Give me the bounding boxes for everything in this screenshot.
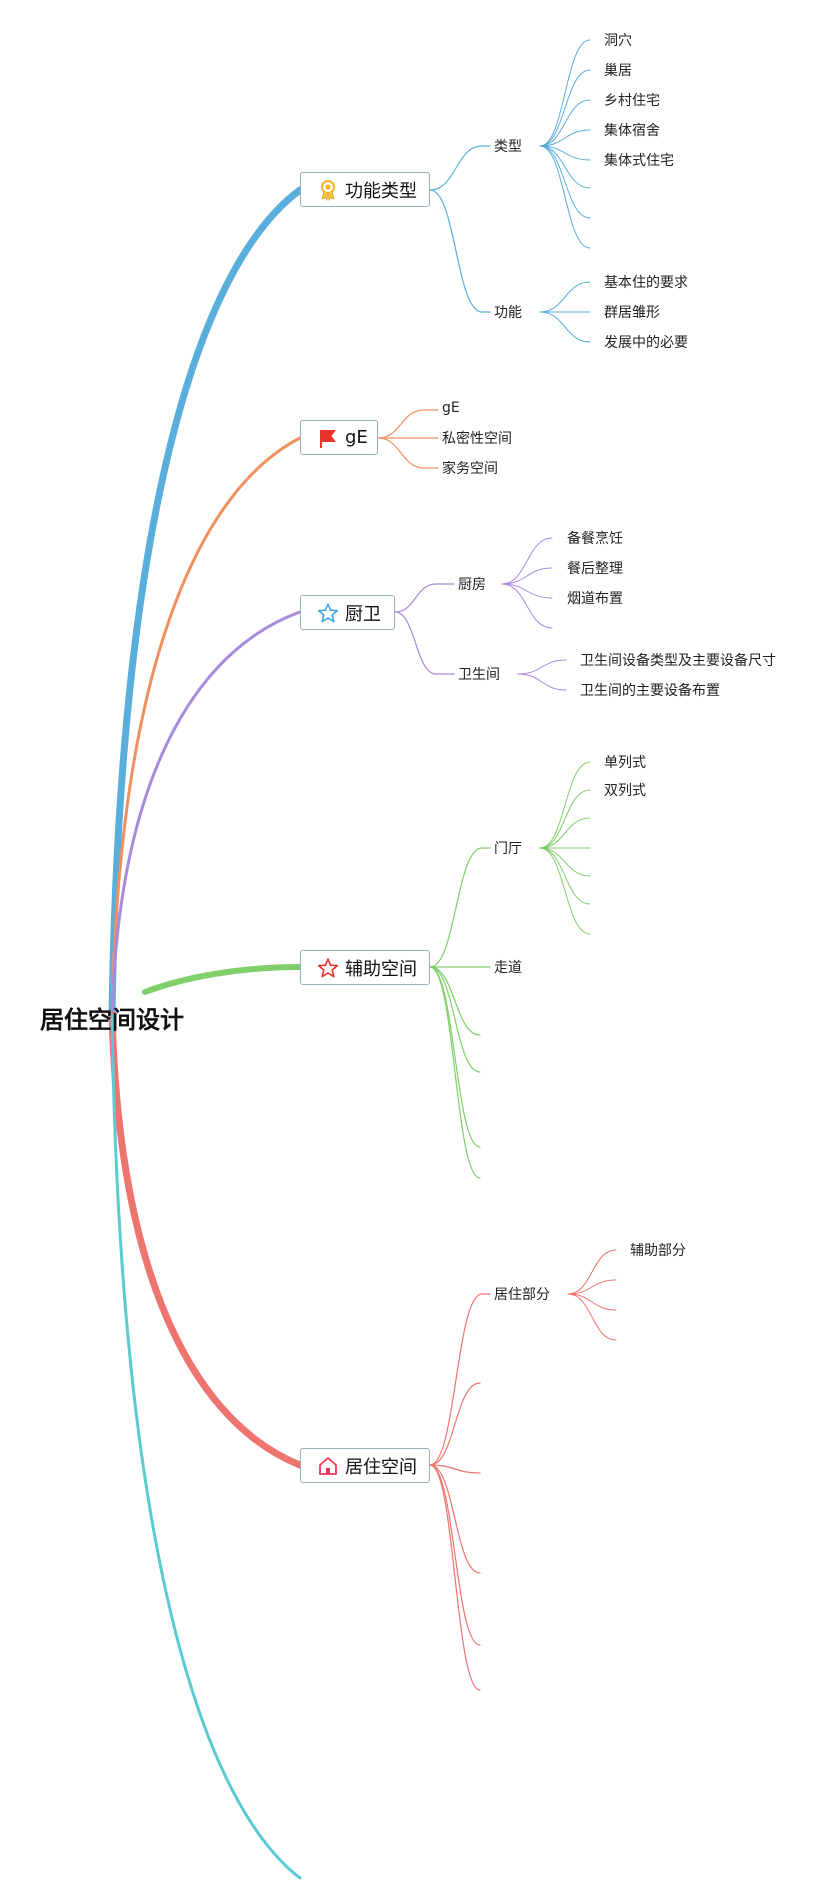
subtopic-label[interactable]: 私密性空间 xyxy=(442,431,512,447)
leaf-connector xyxy=(539,69,591,147)
sub-connector xyxy=(429,145,483,191)
main-branch-connector xyxy=(110,436,302,1017)
sub-connector xyxy=(429,1464,481,1474)
sub-connector xyxy=(429,1293,483,1466)
sub-connector xyxy=(394,611,437,675)
leaf-connector xyxy=(539,99,591,147)
sub-connector xyxy=(429,1382,481,1466)
branch-topic-ge[interactable]: gE xyxy=(300,420,378,455)
sub-connector xyxy=(429,966,481,1073)
leaf-connector xyxy=(501,583,553,599)
leaf-connector xyxy=(501,567,553,585)
house-icon xyxy=(317,1455,339,1477)
main-branch-connector xyxy=(108,1011,304,1469)
leaf-label[interactable]: 辅助部分 xyxy=(630,1243,686,1259)
subtopic-label[interactable]: 居住部分 xyxy=(494,1287,550,1303)
leaf-connector xyxy=(567,1293,617,1311)
leaf-connector xyxy=(539,789,591,849)
branch-topic-kitchen-bath[interactable]: 厨卫 xyxy=(300,595,395,630)
sub-connector xyxy=(429,189,483,313)
leaf-label[interactable]: 集体宿舍 xyxy=(604,123,660,139)
leaf-label[interactable]: 单列式 xyxy=(604,755,646,771)
sub-connector xyxy=(429,1464,481,1574)
leaf-connector xyxy=(501,583,553,629)
sub-connector xyxy=(429,966,481,1148)
branch-label: 厨卫 xyxy=(345,603,381,625)
sub-connector xyxy=(429,966,481,1179)
leaf-connector xyxy=(517,673,567,691)
main-branch-connector xyxy=(142,964,303,995)
branch-label: gE xyxy=(345,427,368,448)
leaf-connector xyxy=(567,1293,617,1341)
sub-connector xyxy=(429,1464,481,1646)
subtopic-label[interactable]: 卫生间 xyxy=(458,667,500,683)
leaf-label[interactable]: 烟道布置 xyxy=(567,591,623,607)
branch-label: 辅助空间 xyxy=(345,958,417,980)
leaf-label[interactable]: 乡村住宅 xyxy=(604,93,660,109)
leaf-label[interactable]: 卫生间的主要设备布置 xyxy=(580,683,720,699)
subtopic-label[interactable]: 家务空间 xyxy=(442,461,498,477)
leaf-connector xyxy=(539,129,591,147)
sub-connector xyxy=(377,409,425,439)
leaf-connector xyxy=(501,537,553,585)
leaf-connector xyxy=(539,847,591,905)
leaf-label[interactable]: 餐后整理 xyxy=(567,561,623,577)
leaf-label[interactable]: 集体式住宅 xyxy=(604,153,674,169)
leaf-label[interactable]: 卫生间设备类型及主要设备尺寸 xyxy=(580,653,776,669)
subtopic-label[interactable]: 类型 xyxy=(494,139,522,155)
sub-connector xyxy=(394,583,437,613)
leaf-connector xyxy=(539,817,591,849)
leaf-connector xyxy=(539,311,591,343)
star-outline-icon xyxy=(317,957,339,979)
subtopic-label[interactable]: 功能 xyxy=(494,305,522,321)
leaf-connector xyxy=(539,847,591,935)
leaf-connector xyxy=(539,39,591,147)
leaf-label[interactable]: 群居雏形 xyxy=(604,305,660,321)
sub-connector xyxy=(429,1464,481,1691)
leaf-label[interactable]: 双列式 xyxy=(604,783,646,799)
leaf-connector xyxy=(539,145,591,219)
main-branch-connector xyxy=(110,1013,302,1880)
subtopic-label[interactable]: 厨房 xyxy=(458,577,486,593)
subtopic-label[interactable]: 门厅 xyxy=(494,841,522,857)
leaf-connector xyxy=(539,281,591,313)
main-branch-connector xyxy=(110,610,302,1017)
leaf-connector xyxy=(539,847,591,877)
leaf-connector xyxy=(539,145,591,189)
sub-connector xyxy=(429,847,483,968)
subtopic-label[interactable]: 走道 xyxy=(494,960,522,976)
leaf-connector xyxy=(517,659,567,675)
leaf-label[interactable]: 巢居 xyxy=(604,63,632,79)
branch-topic-living-space[interactable]: 居住空间 xyxy=(300,1448,430,1483)
branch-topic-auxiliary-space[interactable]: 辅助空间 xyxy=(300,950,430,985)
branch-topic-functional-types[interactable]: 功能类型 xyxy=(300,172,430,207)
subtopic-label[interactable]: gE xyxy=(442,400,460,416)
leaf-label[interactable]: 基本住的要求 xyxy=(604,275,688,291)
award-ribbon-icon xyxy=(317,179,339,201)
leaf-connector xyxy=(539,145,591,249)
leaf-label[interactable]: 发展中的必要 xyxy=(604,335,688,351)
leaf-connector xyxy=(567,1249,617,1295)
leaf-label[interactable]: 备餐烹饪 xyxy=(567,531,623,547)
red-flag-icon xyxy=(317,427,339,449)
sub-connector xyxy=(377,437,425,469)
branch-label: 功能类型 xyxy=(345,180,417,202)
main-branch-connector xyxy=(108,186,304,1019)
leaf-connector xyxy=(539,761,591,849)
star-outline-icon xyxy=(317,602,339,624)
leaf-connector xyxy=(567,1279,617,1295)
leaf-label[interactable]: 洞穴 xyxy=(604,33,632,49)
sub-connector xyxy=(429,966,481,1036)
branch-label: 居住空间 xyxy=(345,1456,417,1478)
root-topic[interactable]: 居住空间设计 xyxy=(40,1006,184,1034)
